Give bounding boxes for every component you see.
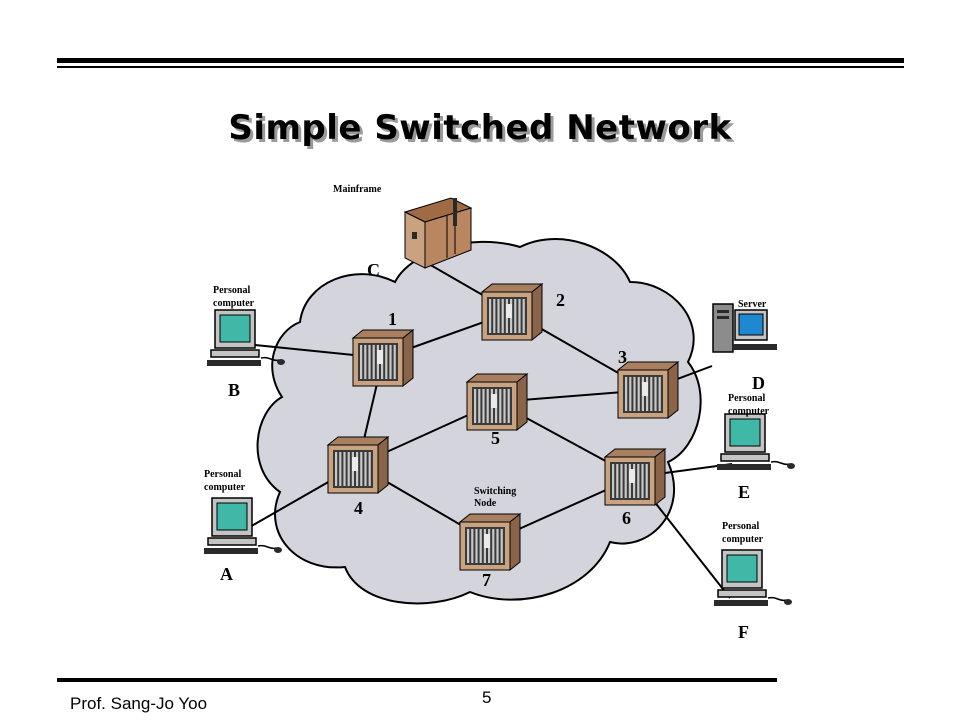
node-label-4: 4 <box>354 498 363 518</box>
switching-node-7 <box>458 512 522 572</box>
station-caption-a: Personal <box>204 469 241 480</box>
switching-node-caption-line: Node <box>474 498 497 509</box>
personal-computer-a-icon <box>204 497 282 554</box>
station-caption-c: Mainframe <box>333 184 382 195</box>
switching-node-caption-line: Switching <box>474 486 516 497</box>
personal-computer-b-icon <box>207 309 285 366</box>
switching-node-2 <box>480 282 544 342</box>
station-letter-d: D <box>752 373 765 393</box>
node-label-7: 7 <box>482 570 491 590</box>
bottom-rule <box>57 678 777 682</box>
top-rule-thin <box>57 66 904 68</box>
top-rule-thick <box>57 58 904 63</box>
station-caption-d: Server <box>738 299 767 310</box>
switching-node-4 <box>326 435 390 495</box>
node-label-3: 3 <box>618 347 627 367</box>
switching-node-5 <box>465 372 529 432</box>
personal-computer-f-icon <box>714 549 792 606</box>
node-label-1: 1 <box>388 309 397 329</box>
station-caption-f: computer <box>722 534 764 545</box>
author-name: Prof. Sang-Jo Yoo <box>70 694 208 713</box>
node-label-2: 2 <box>556 290 565 310</box>
station-caption-e: computer <box>728 406 770 417</box>
station-caption-f: Personal <box>722 521 759 532</box>
slide-title: Simple Switched Network <box>228 108 732 148</box>
node-label-6: 6 <box>622 508 631 528</box>
node-label-5: 5 <box>491 428 500 448</box>
switching-node-1 <box>351 328 415 388</box>
mainframe-icon <box>403 197 473 269</box>
station-letter-b: B <box>228 380 240 400</box>
station-letter-f: F <box>738 622 749 642</box>
station-letter-a: A <box>220 564 233 584</box>
switching-node-6 <box>603 447 667 507</box>
station-letter-e: E <box>738 482 750 502</box>
station-caption-b: computer <box>213 298 255 309</box>
switching-node-3 <box>616 360 680 420</box>
station-caption-a: computer <box>204 482 246 493</box>
station-caption-b: Personal <box>213 285 250 296</box>
personal-computer-e-icon <box>717 413 795 470</box>
server-icon <box>712 303 777 353</box>
station-letter-c: C <box>367 260 380 280</box>
page-number: 5 <box>482 688 492 707</box>
station-caption-e: Personal <box>728 393 765 404</box>
